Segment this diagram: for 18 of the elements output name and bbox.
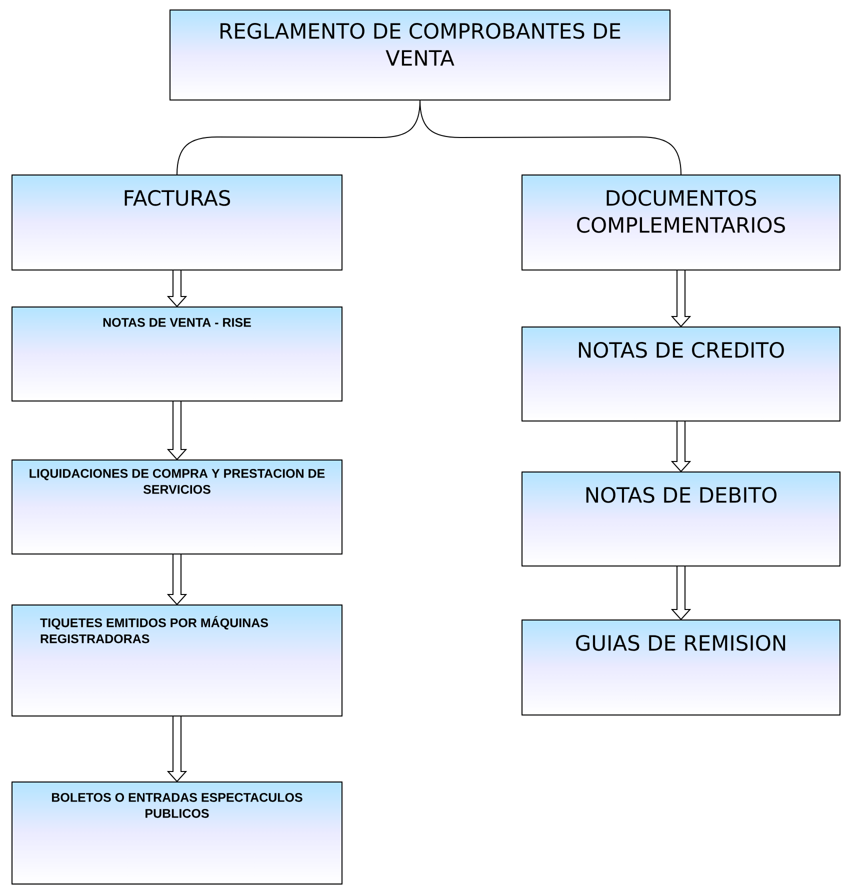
block-arrow	[670, 270, 692, 328]
block-arrow	[670, 566, 692, 620]
block-arrow	[670, 421, 692, 472]
block-arrow	[166, 554, 188, 606]
category-box: BOLETOS O ENTRADAS ESPECTACULOS PUBLICOS	[12, 782, 342, 884]
category-box: NOTAS DE VENTA - RISE	[12, 306, 342, 402]
category-box: LIQUIDACIONES DE COMPRA Y PRESTACION DE SERVICIOS	[12, 460, 342, 554]
category-box: NOTAS DE CREDITO	[522, 326, 840, 422]
title-box: REGLAMENTO DE COMPROBANTES DE VENTA	[170, 10, 670, 100]
category-box: TIQUETES EMITIDOS POR MÁQUINAS REGISTRADORAS	[12, 604, 342, 716]
block-arrow	[166, 716, 188, 782]
block-arrow	[166, 401, 188, 460]
connector-line	[420, 100, 682, 175]
category-box: GUIAS DE REMISION	[522, 620, 840, 716]
category-box: NOTAS DE DEBITO	[522, 472, 840, 566]
category-box: DOCUMENTOS COMPLEMENTARIOS	[522, 174, 840, 270]
block-arrow	[166, 270, 188, 308]
category-box: FACTURAS	[12, 174, 342, 270]
